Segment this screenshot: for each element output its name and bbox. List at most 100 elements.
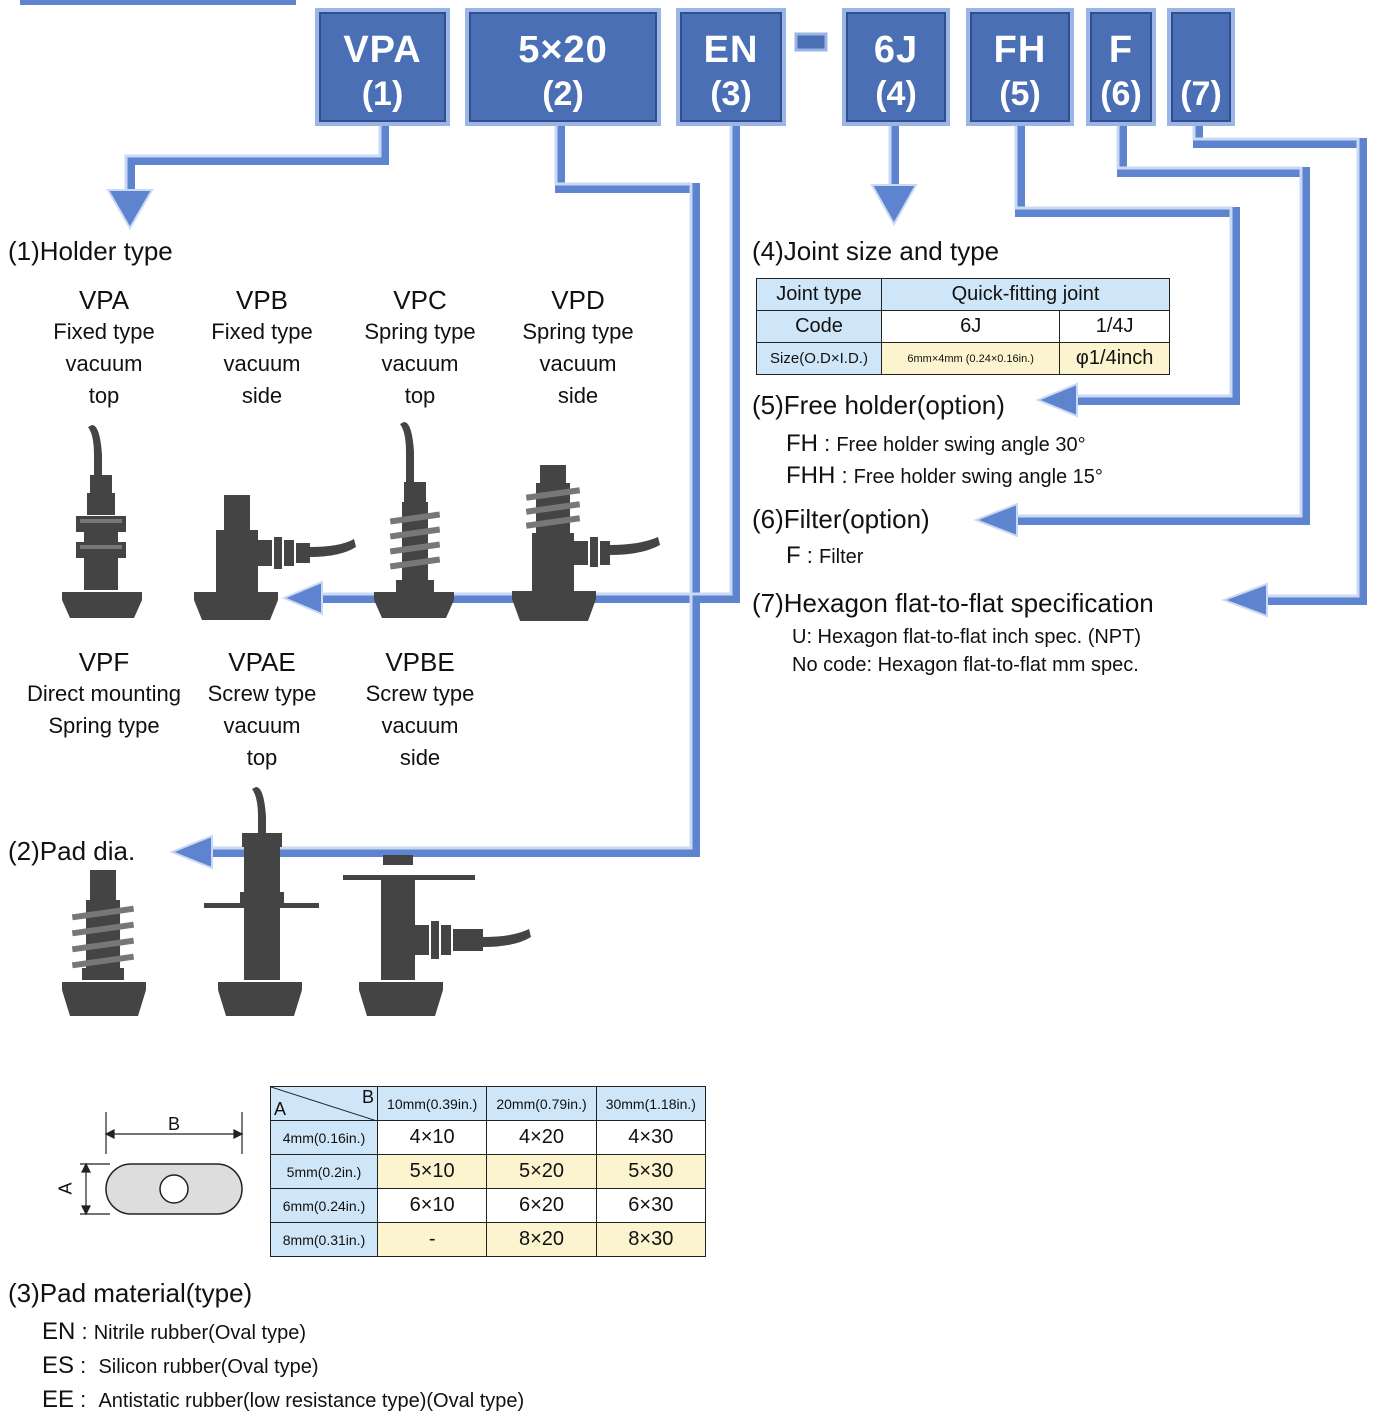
row-header: 4mm(0.16in.) <box>270 1120 378 1155</box>
material-desc: Antistatic rubber(low resistance type)(O… <box>98 1390 525 1412</box>
vpae-device-image <box>204 787 319 1016</box>
arrow-left-3 <box>281 580 323 616</box>
arrow-down-1 <box>106 189 154 230</box>
holder-line: Direct mounting <box>26 681 182 706</box>
arrow-down-4 <box>870 184 918 227</box>
holder-vpae-caption: VPAE Screw type vacuum top <box>182 646 342 774</box>
holder-name: VPB <box>235 285 289 315</box>
code-box-4: 6J(4) <box>842 8 950 126</box>
code-box-num: (1) <box>361 75 404 113</box>
code-box-code: VPA <box>343 29 422 71</box>
pad-material-item: EE : Antistatic rubber(low resistance ty… <box>42 1386 525 1413</box>
holder-name: VPAE <box>228 647 296 677</box>
material-desc: Silicon rubber(Oval type) <box>98 1356 319 1378</box>
corner-diagonal <box>271 1087 377 1121</box>
connector-5 <box>1015 125 1240 405</box>
holder-vpb-caption: VPB Fixed type vacuum side <box>182 284 342 412</box>
connector-6 <box>1015 125 1310 525</box>
code-box-3: EN (3) <box>676 8 786 126</box>
row-header: 8mm(0.31in.) <box>270 1222 378 1257</box>
hexagon-line: U: Hexagon flat-to-flat inch spec. (NPT) <box>792 626 1142 648</box>
pad-dia-heading: (2)Pad dia. <box>8 836 136 866</box>
col-header: 20mm(0.79in.) <box>486 1086 597 1121</box>
holder-line: Fixed type <box>53 319 155 344</box>
free-holder-item: FHH : Free holder swing angle 15° <box>786 462 1103 489</box>
hexagon-heading: (7)Hexagon flat-to-flat specification <box>752 588 1154 618</box>
table-cell: 4×30 <box>595 1120 707 1155</box>
pad-dia-corner-cell: A B <box>270 1086 378 1121</box>
corner-b: B <box>361 1087 374 1107</box>
vpf-device-image <box>62 870 146 1016</box>
free-holder-heading: (5)Free holder(option) <box>752 390 1005 420</box>
connector-2 <box>210 125 700 857</box>
holder-heading: (1)Holder type <box>8 236 173 266</box>
arrow-left-7 <box>1221 582 1268 618</box>
free-holder-code: FH <box>786 430 818 457</box>
holder-line: Spring type <box>522 319 634 344</box>
joint-code: 6J <box>880 310 1061 343</box>
filter-item: F : Filter <box>786 542 864 569</box>
dim-a-label: A <box>55 1182 76 1195</box>
table-cell: - <box>376 1222 488 1257</box>
joint-size-label: Size(O.D×I.D.) <box>756 342 882 375</box>
material-desc: Nitrile rubber(Oval type) <box>93 1322 306 1344</box>
code-box-code: EN <box>703 29 759 71</box>
holder-name: VPF <box>78 647 130 677</box>
table-cell: 6×20 <box>486 1188 597 1223</box>
holder-name: VPBE <box>385 647 455 677</box>
free-holder-code: FHH <box>786 462 836 489</box>
vpa-device-image <box>62 425 142 618</box>
joint-heading: (4)Joint size and type <box>752 236 1000 266</box>
joint-code-label: Code <box>756 310 882 343</box>
pad-dia-table: A B 10mm(0.39in.) 20mm(0.79in.) 30mm(1.1… <box>270 1086 707 1257</box>
table-cell: 6×30 <box>595 1188 707 1223</box>
holder-line: side <box>557 383 599 408</box>
table-cell: 6×10 <box>376 1188 488 1223</box>
holder-name: VPD <box>551 285 605 315</box>
joint-size: φ1/4inch <box>1059 342 1170 375</box>
holder-line: Screw type <box>365 681 475 706</box>
oval-pad-diagram <box>80 1112 244 1216</box>
connector-7 <box>1193 125 1367 605</box>
code-box-5: FH(5) <box>966 8 1074 126</box>
holder-line: vacuum <box>381 351 459 376</box>
table-cell: 8×20 <box>486 1222 597 1257</box>
vpd-device-image <box>512 465 660 621</box>
holder-vpf-caption: VPF Direct mounting Spring type <box>14 646 194 742</box>
col-header: 30mm(1.18in.) <box>595 1086 707 1121</box>
pad-material-item: EN : Nitrile rubber(Oval type) <box>42 1318 306 1345</box>
table-cell: 4×20 <box>486 1120 597 1155</box>
code-box-code: 5×20 <box>518 29 608 71</box>
code-box-num: (3) <box>710 75 752 113</box>
code-box-6: F(6) <box>1086 8 1156 126</box>
holder-line: side <box>399 745 441 770</box>
top-strip <box>20 0 296 5</box>
table-cell: 5×10 <box>376 1154 488 1189</box>
filter-desc: Filter <box>819 546 864 568</box>
material-code: EN <box>42 1318 76 1345</box>
code-box-code: 6J <box>873 29 919 71</box>
pad-material-heading: (3)Pad material(type) <box>8 1278 253 1308</box>
holder-line: top <box>404 383 436 408</box>
holder-line: top <box>88 383 120 408</box>
pad-material-item: ES : Silicon rubber(Oval type) <box>42 1352 319 1379</box>
corner-a: A <box>274 1099 287 1119</box>
connector-3 <box>320 125 740 603</box>
material-code: EE <box>42 1386 75 1413</box>
holder-vpa-caption: VPA Fixed type vacuum top <box>24 284 184 412</box>
code-box-code: FH <box>993 29 1047 71</box>
code-box-7: (7) <box>1167 8 1235 126</box>
holder-line: vacuum <box>223 351 301 376</box>
code-box-num: (6) <box>1100 75 1142 113</box>
code-box-num: (4) <box>875 75 917 113</box>
table-cell: 4×10 <box>376 1120 488 1155</box>
holder-name: VPA <box>78 285 130 315</box>
filter-heading: (6)Filter(option) <box>752 504 930 534</box>
joint-code: 1/4J <box>1059 310 1170 343</box>
holder-line: vacuum <box>223 713 301 738</box>
joint-size: 6mm×4mm (0.24×0.16in.) <box>880 342 1061 375</box>
dim-b-label: B <box>168 1114 181 1134</box>
filter-code: F <box>786 542 801 569</box>
holder-vpd-caption: VPD Spring type vacuum side <box>498 284 658 412</box>
